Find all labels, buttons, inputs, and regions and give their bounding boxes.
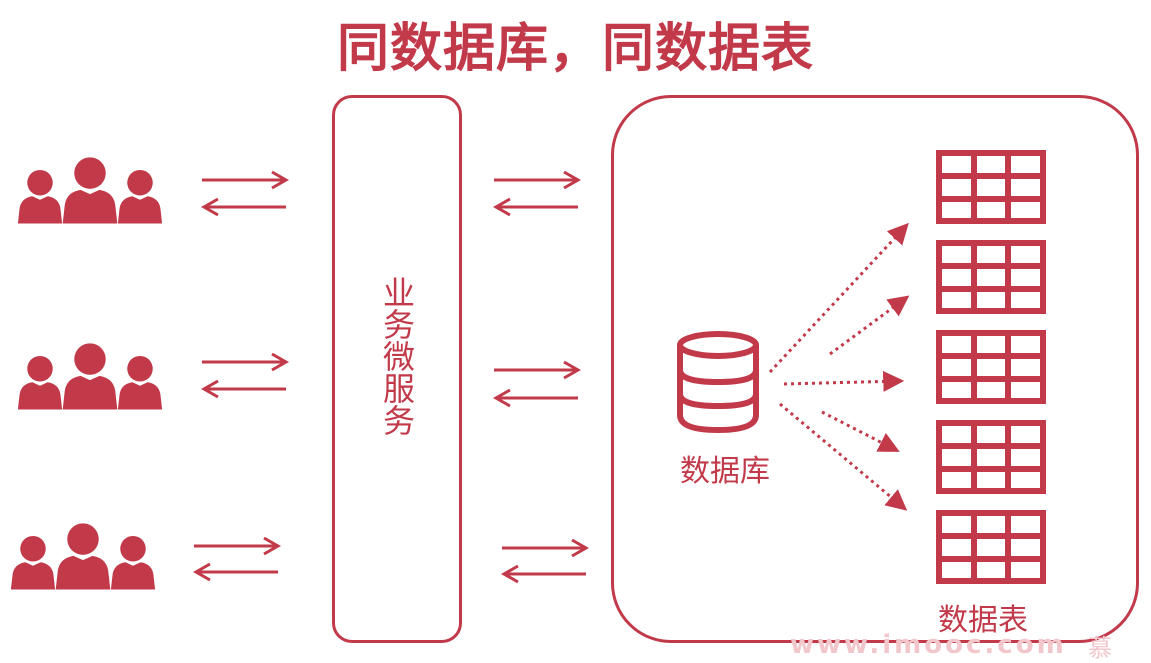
diagram-canvas (10, 150, 1046, 590)
bidirectional-arrow-icon (200, 170, 290, 217)
bidirectional-arrow-icon (500, 538, 590, 584)
database-icon (677, 331, 759, 434)
page-title: 同数据库，同数据表 (336, 19, 814, 79)
user-group-icon (17, 157, 163, 224)
database-label: 数据库 (680, 454, 770, 489)
service-box: 业务微服务 (332, 95, 462, 643)
table-label: 数据表 (938, 603, 1028, 638)
bidirectional-arrow-icon (492, 170, 582, 217)
table-icon (936, 420, 1046, 494)
table-icon (936, 150, 1046, 224)
bidirectional-arrow-icon (192, 536, 282, 582)
database-container (611, 95, 1139, 643)
database-to-table-arrows (768, 222, 910, 511)
user-group-icon (17, 343, 163, 410)
table-icon (936, 240, 1046, 314)
bidirectional-arrow-icon (492, 360, 582, 408)
watermark: www.imooc.com (790, 630, 1067, 660)
watermark-brand: 慕 (1088, 634, 1112, 662)
table-icon (936, 330, 1046, 404)
service-label: 业务微服务 (378, 276, 416, 436)
bidirectional-arrow-icon (200, 352, 290, 399)
user-group-icon (10, 523, 156, 590)
table-icon (936, 510, 1046, 584)
